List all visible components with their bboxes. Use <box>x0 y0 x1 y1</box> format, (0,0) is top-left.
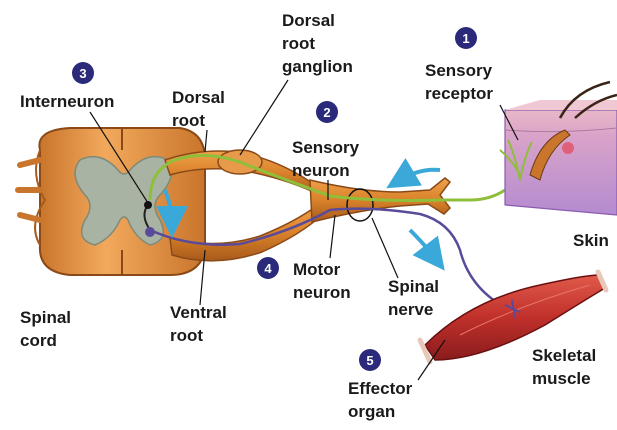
label-spinal-nerve: Spinal nerve <box>388 277 439 319</box>
label-effector-organ: Effector organ <box>348 379 413 421</box>
label-line: Skeletal <box>532 346 596 365</box>
label-motor-neuron: Motor neuron <box>293 260 351 302</box>
label-line: organ <box>348 402 395 421</box>
label-line: Motor <box>293 260 341 279</box>
label-line: nerve <box>388 300 433 319</box>
step-number: 5 <box>366 353 373 368</box>
step-badge-5: 5 <box>359 349 381 371</box>
flow-arrow-motor <box>410 230 435 258</box>
label-line: Sensory <box>292 138 360 157</box>
leader-ganglion <box>240 80 288 155</box>
step-number: 2 <box>323 105 330 120</box>
label-line: Spinal <box>20 308 71 327</box>
label-line: Effector <box>348 379 413 398</box>
label-line: Spinal <box>388 277 439 296</box>
label-sensory-neuron: Sensory neuron <box>292 138 360 180</box>
label-dorsal-root-ganglion: Dorsal root ganglion <box>282 11 353 76</box>
label-line: Ventral <box>170 303 227 322</box>
label-line: Dorsal <box>282 11 335 30</box>
label-line: neuron <box>293 283 351 302</box>
label-line: Interneuron <box>20 92 114 111</box>
label-line: muscle <box>532 369 591 388</box>
label-spinal-cord: Spinal cord <box>20 308 71 350</box>
label-skeletal-muscle: Skeletal muscle <box>532 346 596 388</box>
label-skin: Skin <box>573 231 609 250</box>
step-badge-1: 1 <box>455 27 477 49</box>
leader-dorsal-root <box>205 130 207 152</box>
label-line: root <box>282 34 315 53</box>
step-number: 4 <box>264 261 272 276</box>
label-line: root <box>172 111 205 130</box>
label-ventral-root: Ventral root <box>170 303 227 345</box>
label-line: receptor <box>425 84 493 103</box>
step-number: 3 <box>79 66 86 81</box>
motor-neuron-body <box>145 227 155 237</box>
label-sensory-receptor: Sensory receptor <box>425 61 493 103</box>
label-line: Skin <box>573 231 609 250</box>
step-number: 1 <box>462 31 469 46</box>
step-badge-4: 4 <box>257 257 279 279</box>
label-dorsal-root: Dorsal root <box>172 88 225 130</box>
leader-motor-neuron <box>330 215 335 258</box>
label-line: ganglion <box>282 57 353 76</box>
label-line: neuron <box>292 161 350 180</box>
leader-spinal-nerve <box>372 218 398 278</box>
label-line: Sensory <box>425 61 493 80</box>
label-line: Dorsal <box>172 88 225 107</box>
flow-arrow-sensory <box>400 170 440 180</box>
label-line: root <box>170 326 203 345</box>
skin-block <box>505 82 617 215</box>
step-badge-3: 3 <box>72 62 94 84</box>
label-interneuron: Interneuron <box>20 92 114 111</box>
label-line: cord <box>20 331 57 350</box>
step-badge-2: 2 <box>316 101 338 123</box>
